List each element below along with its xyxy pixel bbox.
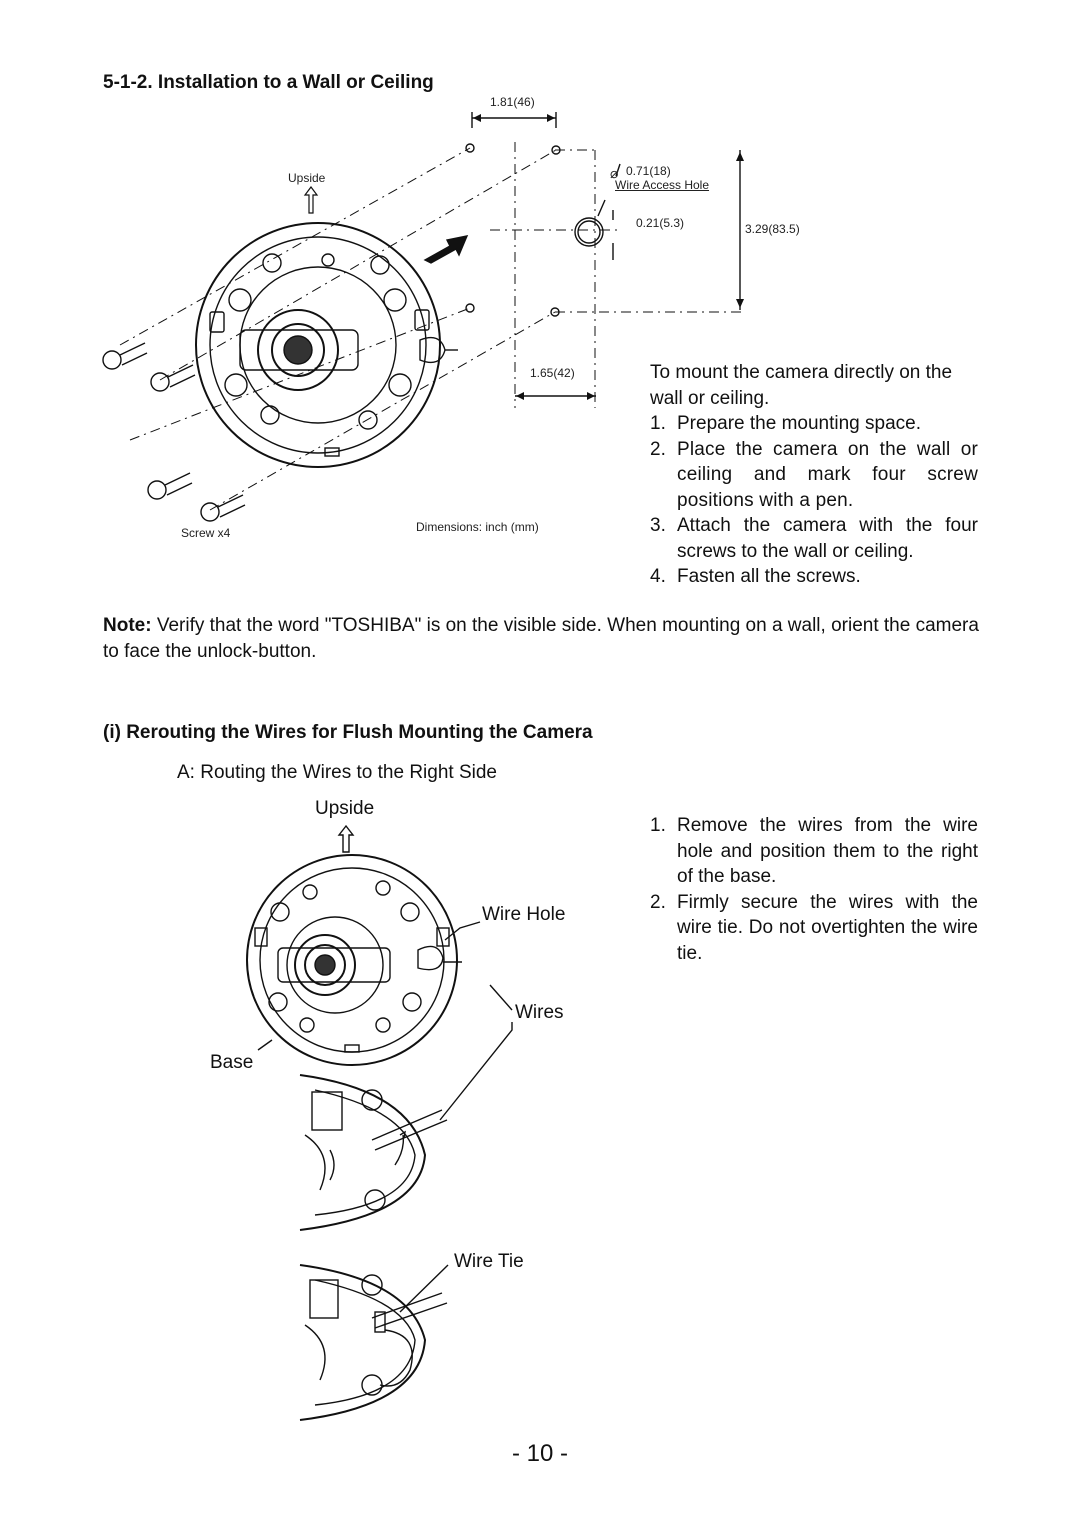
wire-access-hole-label: Wire Access Hole xyxy=(615,178,710,192)
wire-hole-label: Wire Hole xyxy=(482,904,566,925)
section-title: 5-1-2. Installation to a Wall or Ceiling xyxy=(103,72,434,93)
diameter-icon: ⌀ xyxy=(610,165,619,181)
list-item: 4.Fasten all the screws. xyxy=(650,566,861,587)
note-text: Verify that the word "TOSHIBA" is on the… xyxy=(103,615,979,662)
hole-diameter-label: 0.71(18) xyxy=(626,164,671,178)
dim-top-label: 1.81(46) xyxy=(490,95,535,109)
note-label: Note: xyxy=(103,615,152,636)
page-number: - 10 - xyxy=(511,1440,568,1467)
dimensions-unit-label: Dimensions: inch (mm) xyxy=(416,520,539,534)
list-item: 2.Firmly secure the wires with the wire … xyxy=(650,891,978,964)
dim-small-label: 0.21(5.3) xyxy=(636,216,685,230)
screws-label: Screw x4 xyxy=(181,526,231,540)
wire-tie-label: Wire Tie xyxy=(454,1251,524,1272)
dim-bottom-label: 1.65(42) xyxy=(530,366,575,380)
routing-steps: 1.Remove the wires from the wire hole an… xyxy=(650,813,978,966)
routing-instructions: 1.Remove the wires from the wire hole an… xyxy=(650,813,978,966)
install-intro: To mount the camera directly on the wall… xyxy=(650,362,953,409)
dim-height-label: 3.29(83.5) xyxy=(745,222,800,236)
section-subtitle: (i) Rerouting the Wires for Flush Mounti… xyxy=(103,722,593,743)
install-steps: 1.Prepare the mounting space. 2.Place th… xyxy=(650,411,978,590)
note: Note: Verify that the word "TOSHIBA" is … xyxy=(103,613,979,664)
list-item: 1.Remove the wires from the wire hole an… xyxy=(650,815,978,887)
wires-label: Wires xyxy=(515,1002,564,1023)
routing-subtitle: A: Routing the Wires to the Right Side xyxy=(177,762,497,783)
base-label: Base xyxy=(210,1052,254,1073)
install-instructions: To mount the camera directly on the wall… xyxy=(650,360,978,590)
list-item: 3.Attach the camera with the four screws… xyxy=(650,515,978,562)
upside-label-2: Upside xyxy=(315,798,375,819)
list-item: 2.Place the camera on the wall or ceilin… xyxy=(650,438,978,511)
list-item: 1.Prepare the mounting space. xyxy=(650,413,921,434)
upside-label: Upside xyxy=(288,171,326,185)
